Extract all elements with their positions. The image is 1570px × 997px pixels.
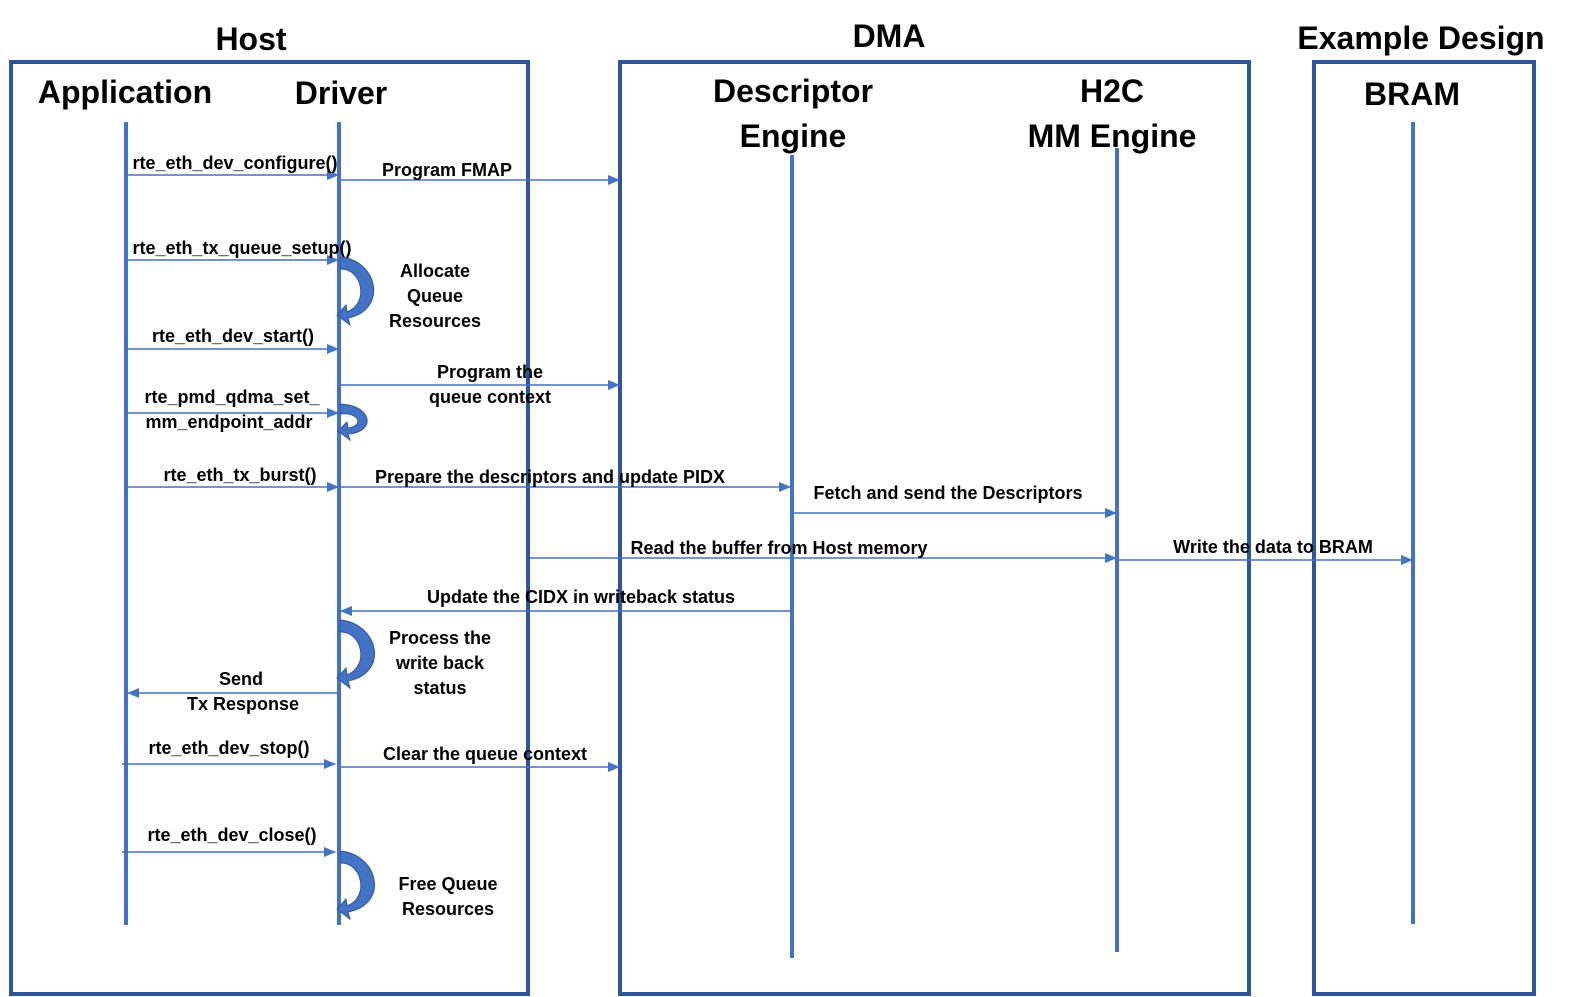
allocate-note-2: Queue: [407, 286, 463, 306]
allocate-loop-icon: [336, 256, 375, 327]
driver-title: Driver: [295, 75, 388, 111]
queue-setup-label: rte_eth_tx_queue_setup(): [132, 238, 351, 258]
tx-burst-label: rte_eth_tx_burst(): [163, 465, 316, 485]
process-loop-icon: [336, 619, 375, 690]
descriptor-engine-title-1: Descriptor: [713, 73, 873, 109]
send-response-label-1: Send: [219, 669, 263, 689]
send-response-label-2: Tx Response: [187, 694, 299, 714]
read-buffer-label: Read the buffer from Host memory: [630, 538, 927, 558]
dma-box: [618, 60, 1251, 996]
process-note-2: write back: [395, 653, 485, 673]
endpoint-loop-icon: [337, 403, 368, 442]
set-endpoint-label-2: mm_endpoint_addr: [145, 412, 312, 432]
free-loop-icon: [336, 850, 375, 921]
dev-stop-label: rte_eth_dev_stop(): [148, 738, 309, 758]
dev-close-label: rte_eth_dev_close(): [147, 825, 316, 845]
free-note-1: Free Queue: [398, 874, 497, 894]
dev-start-label: rte_eth_dev_start(): [152, 326, 314, 346]
process-note-1: Process the: [389, 628, 491, 648]
example-design-title: Example Design: [1297, 20, 1544, 56]
configure-label: rte_eth_dev_configure(): [132, 153, 337, 173]
update-cidx-label: Update the CIDX in writeback status: [427, 587, 735, 607]
allocate-note-3: Resources: [389, 311, 481, 331]
program-ctx-label-2: queue context: [429, 387, 551, 407]
application-title: Application: [38, 74, 212, 110]
fetch-label: Fetch and send the Descriptors: [813, 483, 1082, 503]
program-fmap-label: Program FMAP: [382, 160, 512, 180]
bram-title: BRAM: [1364, 76, 1460, 112]
allocate-note-1: Allocate: [400, 261, 470, 281]
dma-title: DMA: [853, 18, 926, 54]
clear-ctx-label: Clear the queue context: [383, 744, 587, 764]
process-note-3: status: [413, 678, 466, 698]
h2c-engine-title-2: MM Engine: [1028, 118, 1197, 154]
descriptor-engine-title-2: Engine: [740, 118, 847, 154]
prepare-label: Prepare the descriptors and update PIDX: [375, 467, 725, 487]
example-design-box: [1312, 60, 1536, 996]
host-title: Host: [215, 21, 286, 57]
program-ctx-label-1: Program the: [437, 362, 543, 382]
host-box: [9, 60, 530, 996]
set-endpoint-label-1: rte_pmd_qdma_set_: [144, 387, 320, 407]
free-note-2: Resources: [402, 899, 494, 919]
write-bram-label: Write the data to BRAM: [1173, 537, 1373, 557]
h2c-engine-title-1: H2C: [1080, 73, 1144, 109]
